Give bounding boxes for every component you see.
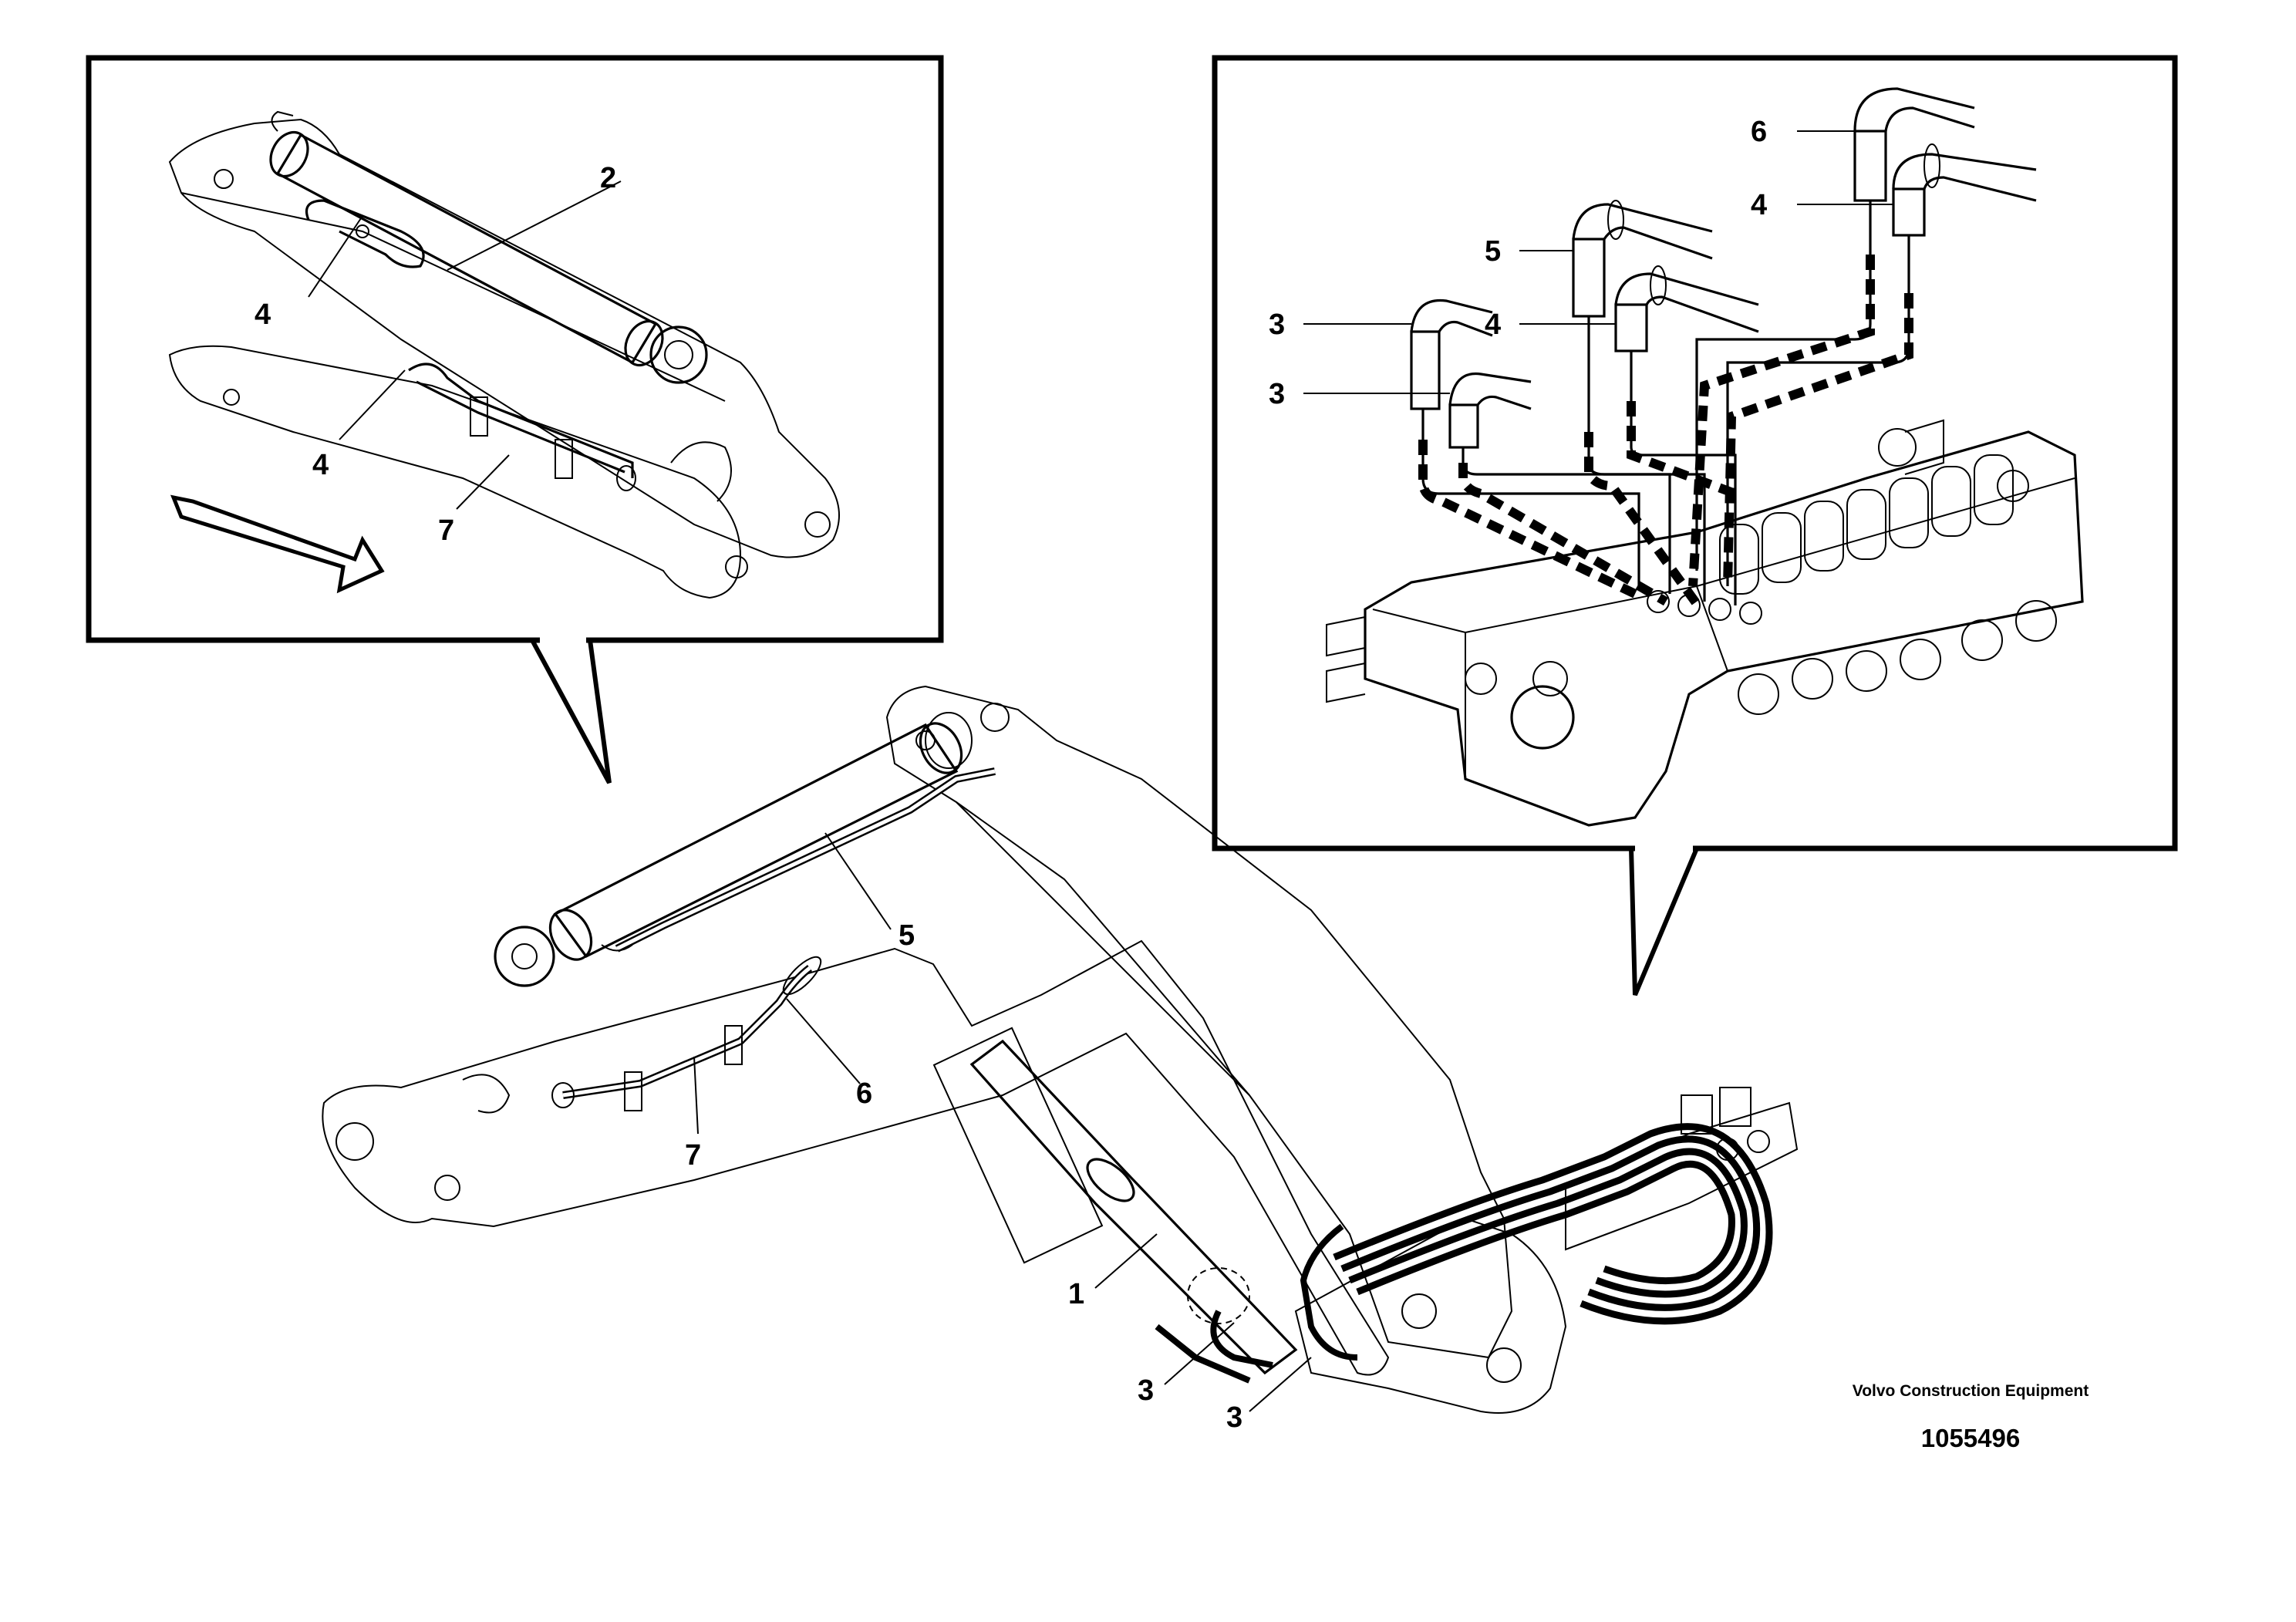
main-boom-cylinder	[494, 712, 973, 987]
valve-spools	[1719, 454, 2014, 595]
detail-panel-control-valve	[1212, 55, 2178, 996]
boom-cylinder	[269, 110, 708, 384]
drawing-number: 1055496	[1920, 1424, 2021, 1452]
credit-company: Volvo Construction Equipment	[1852, 1382, 2089, 1400]
main-boom-assembly	[322, 685, 1799, 1414]
fitting-3-upper	[1410, 298, 1493, 410]
lower-pipe	[408, 363, 636, 491]
callout-main-3b: 3	[1226, 1401, 1242, 1434]
callout-top-left-7: 7	[438, 514, 454, 547]
main-control-valve	[1565, 1087, 1799, 1251]
callout-top-left-2: 2	[600, 162, 616, 194]
callout-labels: 2 4 4 7 6 4 5 4 3 3 5 6 7 1 3 3	[255, 116, 1767, 1434]
fitting-3-lower	[1448, 372, 1532, 449]
callout-main-5: 5	[899, 919, 915, 952]
control-valve-block	[1326, 419, 2084, 827]
callout-top-right-3a: 3	[1269, 309, 1285, 341]
main-lower-pipe	[551, 956, 822, 1111]
callout-top-left-4a: 4	[255, 298, 271, 331]
callout-top-right-5: 5	[1485, 235, 1501, 268]
callout-top-left-4b: 4	[312, 449, 329, 481]
fitting-6	[1853, 87, 1975, 202]
callout-top-right-6: 6	[1751, 116, 1767, 148]
callout-top-right-3b: 3	[1269, 378, 1285, 410]
main-arm-cylinder	[932, 1027, 1298, 1375]
callout-main-1: 1	[1068, 1278, 1084, 1310]
valve-ports	[1465, 428, 2057, 750]
callout-top-right-4a: 4	[1751, 189, 1767, 221]
detail-panel-boom-cylinder	[86, 55, 944, 784]
main-hose-bundle	[1155, 1123, 1773, 1384]
callout-main-7: 7	[685, 1139, 701, 1172]
fitting-5	[1572, 200, 1713, 318]
callout-main-6: 6	[856, 1077, 872, 1110]
callout-main-3a: 3	[1138, 1374, 1154, 1407]
callout-top-right-4b: 4	[1485, 309, 1501, 341]
fitting-4-top	[1892, 143, 2037, 237]
